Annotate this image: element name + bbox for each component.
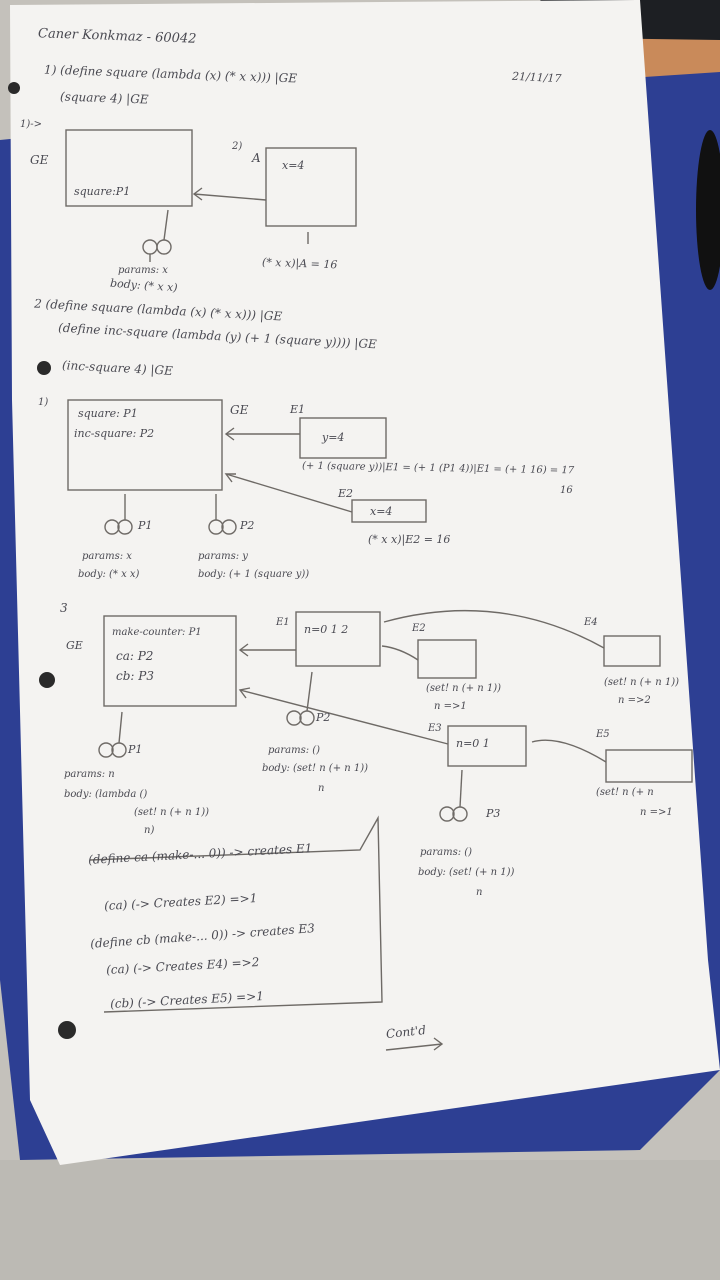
s2-p1-params: params: x: [82, 551, 132, 562]
s2-p1-body: body: (* x x): [78, 569, 140, 580]
s3-e4-label: E4: [584, 617, 598, 628]
s3-p1-body1: body: (lambda (): [64, 789, 148, 800]
s3-e3-label: E3: [428, 723, 442, 734]
s3-ge-box: [103, 615, 237, 707]
s3-ge-content3: cb: P3: [116, 669, 154, 683]
s2-e1-label: E1: [290, 403, 306, 416]
s3-e2-box: [417, 639, 477, 679]
s3-e5-box: [605, 749, 693, 783]
s2-e1-box: [299, 417, 387, 459]
s3-e3-box: [447, 725, 527, 767]
s3-e3-content: n=0 1: [456, 737, 490, 750]
s1-eval: (* x x)|A = 16: [261, 255, 338, 272]
s3-e2-label: E2: [412, 623, 426, 634]
s3-p1-label: P1: [128, 743, 143, 756]
s3-p3-body1: body: (set! (+ n 1)): [418, 867, 515, 878]
s2-ge-content1: square: P1: [78, 407, 138, 420]
note-date: 21/11/17: [511, 69, 562, 86]
s3-ge-label: GE: [66, 639, 83, 652]
s2-e1-content: y=4: [322, 431, 345, 444]
s3-number: 3: [60, 601, 68, 615]
s3-e1-content: n=0 1 2: [304, 623, 349, 636]
s2-p1-label: P1: [138, 519, 153, 532]
s3-p3-label: P3: [486, 807, 501, 820]
s3-e5-note1: (set! n (+ n: [596, 787, 654, 798]
s2-e1-note: 16: [560, 485, 573, 496]
s3-ge-content1: make-counter: P1: [112, 627, 202, 638]
s3-p3-body2: n: [476, 887, 483, 898]
s3-e5-note2: n =>1: [640, 807, 673, 818]
s1-env-content: x=4: [282, 159, 305, 172]
s3-p1-params: params: n: [64, 769, 115, 780]
s2-p2-params: params: y: [198, 551, 248, 562]
s2-ge-content2: inc-square: P2: [74, 427, 155, 440]
s3-p2-label: P2: [316, 711, 331, 724]
s2-p2-body: body: (+ 1 (square y)): [198, 569, 310, 580]
summary-frame: [89, 815, 383, 1013]
s1-step: 1)->: [20, 119, 43, 130]
s3-e4-note2: n =>2: [618, 695, 651, 706]
s2-step: 1): [38, 397, 49, 408]
s1-ge-box: [65, 129, 193, 207]
s1-env-label: A: [252, 151, 261, 165]
s3-p2-params: params: (): [268, 745, 321, 756]
s3-p3-params: params: (): [420, 847, 473, 858]
s3-p2-body2: n: [318, 783, 325, 794]
s1-ge-content: square:P1: [74, 185, 131, 198]
s3-e4-note1: (set! n (+ n 1)): [604, 677, 680, 688]
s3-p2-body1: body: (set! n (+ n 1)): [262, 763, 369, 774]
s3-e1-label: E1: [276, 617, 290, 628]
s1-step2: 2): [232, 141, 243, 152]
s1-proc-params: params: x: [118, 265, 168, 276]
s3-e2-note2: n =>1: [434, 701, 467, 712]
s3-e2-note1: (set! n (+ n 1)): [426, 683, 502, 694]
s2-p2-label: P2: [240, 519, 255, 532]
s3-p1-body2: (set! n (+ n 1)): [134, 807, 210, 818]
s2-ge-box: [67, 399, 223, 491]
s2-e2-label: E2: [338, 487, 354, 500]
s2-e2-eval: (* x x)|E2 = 16: [368, 533, 451, 546]
s2-e2-box: [351, 499, 427, 523]
s3-e4-box: [603, 635, 661, 667]
s2-ge-label: GE: [230, 403, 249, 417]
s3-e5-label: E5: [596, 729, 610, 740]
s3-ge-content2: ca: P2: [116, 649, 154, 663]
s1-env-a-box: [265, 147, 357, 227]
s1-ge-label: GE: [30, 153, 49, 167]
s1-line2: (square 4) |GE: [59, 89, 149, 107]
s2-e2-content: x=4: [370, 505, 393, 518]
s3-p1-body3: n): [144, 825, 155, 836]
s3-e1-box: [295, 611, 381, 667]
